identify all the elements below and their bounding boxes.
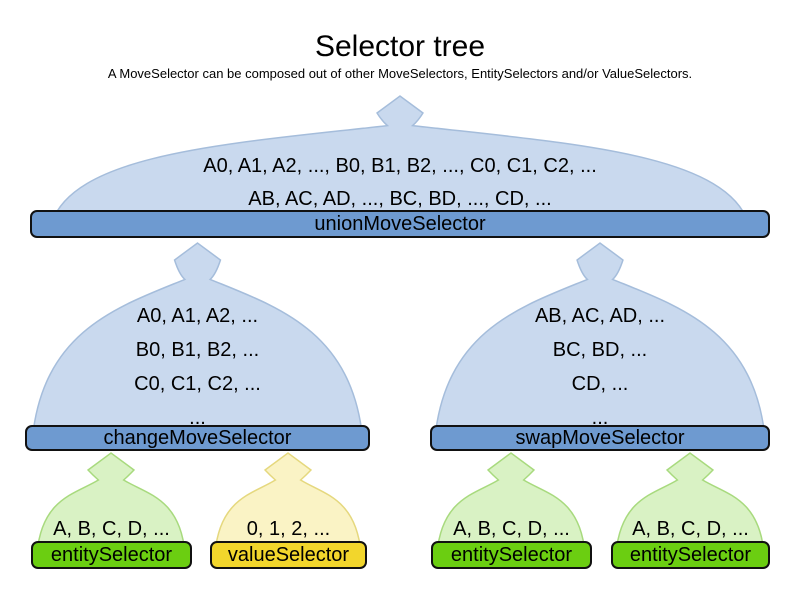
swap-move-selector-bar: swapMoveSelector	[430, 425, 770, 451]
value1-funnel-values: 0, 1, 2, ...	[246, 518, 331, 540]
swap-values-line: ...	[591, 407, 609, 429]
entity3-funnel-shape	[615, 452, 765, 554]
swap-values-line: AB, AC, AD, ...	[534, 305, 666, 327]
swap-funnel-shape	[434, 242, 766, 438]
union-funnel-values: A0, A1, A2, ..., B0, B1, B2, ..., C0, C1…	[0, 150, 800, 216]
swap-values-line: CD, ...	[571, 373, 629, 395]
entity1-funnel-values: A, B, C, D, ...	[53, 518, 170, 540]
swap-values-line: BC, BD, ...	[552, 339, 648, 361]
entity-selector-bar-1: entitySelector	[31, 541, 192, 569]
change-values-line: A0, A1, A2, ...	[136, 305, 259, 327]
value-selector-bar: valueSelector	[210, 541, 367, 569]
change-funnel-shape	[31, 242, 364, 438]
page-subtitle: A MoveSelector can be composed out of ot…	[107, 66, 693, 81]
union-values-line: A0, A1, A2, ..., B0, B1, B2, ..., C0, C1…	[203, 155, 597, 177]
entity-selector-bar-2: entitySelector	[431, 541, 592, 569]
union-values-line: AB, AC, AD, ..., BC, BD, ..., CD, ...	[248, 188, 552, 210]
change-funnel-values: A0, A1, A2, ... B0, B1, B2, ... C0, C1, …	[25, 299, 370, 435]
entity2-funnel-shape	[436, 452, 586, 554]
change-values-line: B0, B1, B2, ...	[135, 339, 260, 361]
entity2-funnel-values: A, B, C, D, ...	[453, 518, 570, 540]
entity3-funnel-values: A, B, C, D, ...	[632, 518, 749, 540]
swap-funnel-values: AB, AC, AD, ... BC, BD, ... CD, ... ...	[430, 299, 770, 435]
entity-selector-bar-3: entitySelector	[611, 541, 770, 569]
change-move-selector-bar: changeMoveSelector	[25, 425, 370, 451]
value1-funnel-shape	[214, 452, 362, 554]
union-move-selector-bar: unionMoveSelector	[30, 210, 770, 238]
change-values-line: C0, C1, C2, ...	[134, 373, 261, 395]
page-title: Selector tree	[314, 30, 486, 63]
union-funnel-shape	[50, 95, 750, 223]
change-values-line: ...	[189, 407, 206, 429]
entity1-funnel-shape	[36, 452, 186, 554]
